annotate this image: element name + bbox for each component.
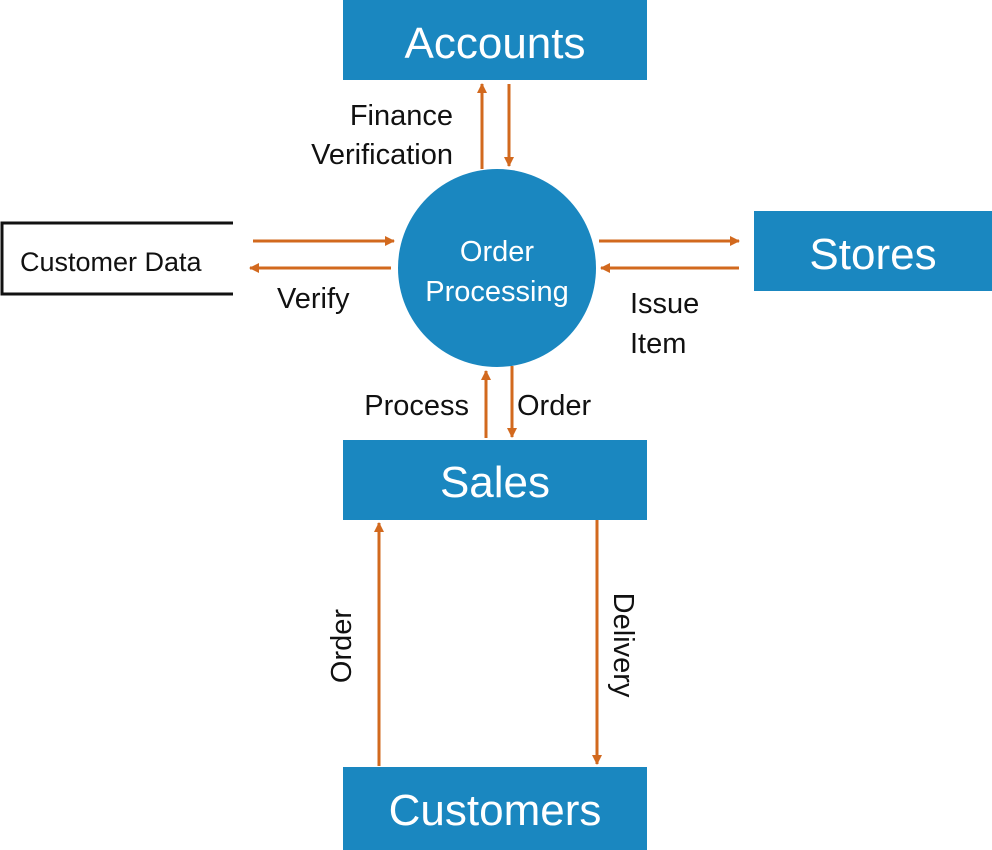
flow-label-verify: Verify bbox=[277, 283, 350, 315]
sales-label: Sales bbox=[440, 458, 550, 507]
flow-label-finance: Finance bbox=[350, 100, 453, 132]
order-processing-circle bbox=[398, 169, 596, 367]
flow-label-process: Process bbox=[364, 390, 469, 422]
flow-label-order-from-processing: Order bbox=[517, 390, 591, 422]
accounts-label: Accounts bbox=[405, 19, 586, 68]
customer-data-store[interactable]: Customer Data bbox=[0, 221, 233, 296]
stores-box bbox=[754, 211, 992, 291]
accounts-box bbox=[343, 0, 647, 80]
sales-entity[interactable]: Sales bbox=[343, 440, 647, 520]
order-processing-process[interactable]: Order Processing bbox=[398, 169, 596, 367]
customer-data-label: Customer Data bbox=[20, 247, 203, 277]
order-processing-label-line1: Order bbox=[460, 236, 534, 268]
stores-entity[interactable]: Stores bbox=[754, 211, 992, 291]
customers-box bbox=[343, 767, 647, 850]
sales-box bbox=[343, 440, 647, 520]
flow-label-order-from-customers: Order bbox=[326, 609, 358, 683]
flow-label-issue: Issue bbox=[630, 288, 699, 320]
order-processing-label-line2: Processing bbox=[425, 276, 568, 308]
flow-label-delivery: Delivery bbox=[607, 593, 639, 698]
accounts-entity[interactable]: Accounts bbox=[343, 0, 647, 80]
stores-label: Stores bbox=[809, 230, 936, 279]
customer-data-outline bbox=[0, 221, 233, 296]
flow-label-item: Item bbox=[630, 328, 686, 360]
customers-label: Customers bbox=[389, 786, 602, 835]
customers-entity[interactable]: Customers bbox=[343, 767, 647, 850]
flow-label-verification: Verification bbox=[311, 139, 453, 171]
